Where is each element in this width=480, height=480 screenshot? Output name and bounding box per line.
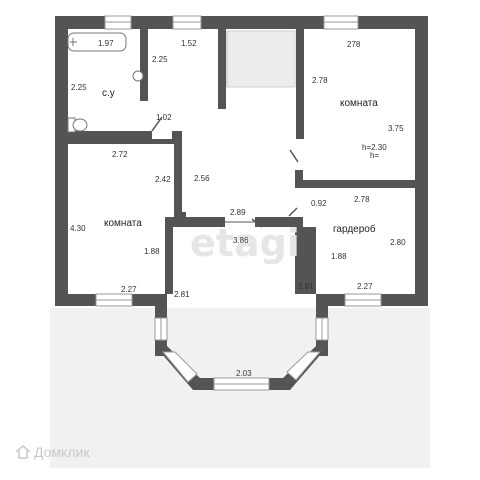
dimension-room-top-width: 278 bbox=[347, 40, 361, 49]
dimension-living-width: 3.86 bbox=[233, 236, 249, 245]
dimension-room-left-window: 2.27 bbox=[121, 285, 137, 294]
dimension-wardrobe-height: 2.80 bbox=[390, 238, 406, 247]
room-label-room-left: комната bbox=[104, 218, 142, 229]
bathroom-fixtures bbox=[67, 32, 144, 133]
door-living bbox=[251, 218, 263, 228]
window-bay-lower-left bbox=[161, 351, 198, 383]
dimension-living-left: 2.81 bbox=[174, 290, 190, 299]
dimension-hall-bottom: 2.89 bbox=[230, 208, 246, 217]
dimension-wardrobe-window: 2.27 bbox=[357, 282, 373, 291]
interior-walls bbox=[68, 29, 415, 294]
dimension-wardrobe-lower: 1.88 bbox=[331, 252, 347, 261]
bathtub-icon bbox=[67, 32, 127, 52]
dimension-bay-bottom: 2.03 bbox=[236, 369, 252, 378]
house-icon bbox=[16, 445, 30, 459]
dimension-room-top-height: 3.75 bbox=[388, 124, 404, 133]
room-label-wardrobe: гардероб bbox=[333, 223, 376, 235]
dimension-wardrobe-width: 2.78 bbox=[354, 195, 370, 204]
dimension-room-left-lower: 1.88 bbox=[144, 247, 160, 256]
faucet-icon bbox=[70, 38, 77, 46]
door-room-left bbox=[175, 211, 183, 225]
doors bbox=[151, 116, 299, 228]
dimension-hall-middle: 2.56 bbox=[194, 174, 210, 183]
door-room-top bbox=[289, 149, 299, 163]
dimension-bath-door: 1.02 bbox=[156, 113, 172, 122]
dimension-living-right: 2.81 bbox=[298, 282, 314, 291]
door-bath bbox=[151, 116, 163, 132]
door-wardrobe bbox=[288, 207, 298, 217]
dimension-room-top-left: 2.78 bbox=[312, 76, 328, 85]
dimension-hall-left: 2.25 bbox=[152, 55, 168, 64]
toilet-icon bbox=[72, 118, 88, 132]
window-bay-lower-right bbox=[286, 351, 322, 381]
dimension-bath-height: 2.25 bbox=[71, 83, 87, 92]
dimension-room-left-right: 2.42 bbox=[155, 175, 171, 184]
window-glass-lines bbox=[96, 21, 381, 385]
brand-logo: Домклик bbox=[16, 444, 89, 460]
watermark: etagi bbox=[190, 221, 300, 265]
height-label-2: h= bbox=[370, 151, 379, 160]
dimension-room-left-width: 2.72 bbox=[112, 150, 128, 159]
dimension-hall-top: 1.52 bbox=[181, 39, 197, 48]
stair-shaft bbox=[226, 30, 296, 88]
brand-text: Домклик bbox=[34, 444, 90, 460]
sink-icon bbox=[132, 70, 144, 82]
room-label-bathroom: с.у bbox=[102, 88, 115, 99]
height-label-1: h=2.30 bbox=[362, 143, 387, 152]
room-label-room-top: комната bbox=[340, 98, 378, 109]
dimension-room-left-height: 4.30 bbox=[70, 224, 86, 233]
dimension-bathtub: 1.97 bbox=[98, 39, 114, 48]
dimension-wardrobe-door: 0.92 bbox=[311, 199, 327, 208]
